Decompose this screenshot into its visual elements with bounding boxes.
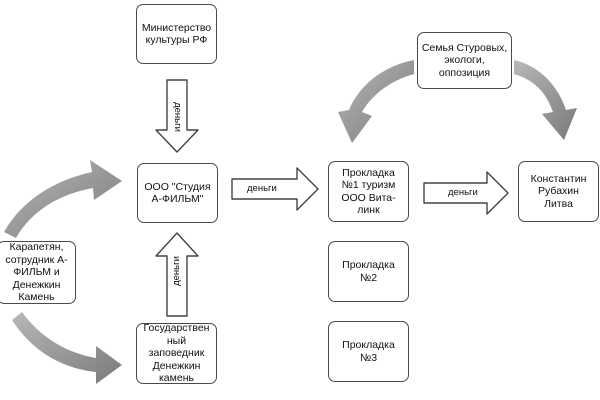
block-arrow-reserve-to-studio (155, 232, 199, 317)
node-sturov-label: Семья Стуровых, экологи, оппозиция (421, 41, 508, 79)
node-ministry: Министерство культуры РФ (136, 4, 217, 64)
node-proxy2: Прокладка №2 (328, 241, 409, 302)
curved-arrow-karapetyan-to-studio (4, 160, 122, 238)
block-arrow-proxy1-to-konstantin (423, 171, 509, 215)
block-arrow-ministry-to-studio (155, 79, 199, 153)
node-konstantin: Константин Рубахин Литва (518, 161, 599, 222)
node-proxy3-label: Прокладка №3 (342, 339, 395, 364)
node-proxy1-label: Прокладка №1 туризм ООО Вита- линк (341, 166, 396, 217)
node-studio: ООО "Студия А-ФИЛЬМ" (137, 163, 218, 223)
node-proxy1: Прокладка №1 туризм ООО Вита- линк (328, 161, 409, 222)
curved-arrow-karapetyan-to-reserve (12, 312, 122, 384)
edge-label-proxy1-to-konstantin: деньги (448, 187, 478, 198)
curved-arrow-sturov-to-proxy1 (338, 60, 414, 143)
block-arrow-studio-to-proxy1 (231, 167, 319, 211)
node-konstantin-label: Константин Рубахин Литва (530, 172, 587, 210)
node-studio-label: ООО "Студия А-ФИЛЬМ" (144, 180, 211, 206)
edge-label-studio-to-proxy1: деньги (247, 183, 277, 194)
node-reserve-label: Государствен ный заповедник Денежкин кам… (143, 322, 210, 385)
node-reserve: Государствен ный заповедник Денежкин кам… (136, 322, 217, 385)
node-ministry-label: Министерство культуры РФ (141, 21, 212, 47)
edge-label-ministry-to-studio: деньги (172, 102, 183, 132)
curved-arrow-sturov-to-konstantin (514, 60, 577, 140)
node-karapetyan: Карапетян, сотрудник А- ФИЛЬМ и Денежкин… (0, 241, 76, 304)
edge-label-reserve-to-studio: деньги (171, 256, 182, 286)
node-karapetyan-label: Карапетян, сотрудник А- ФИЛЬМ и Денежкин… (5, 241, 68, 304)
node-sturov: Семья Стуровых, экологи, оппозиция (417, 32, 512, 89)
node-proxy3: Прокладка №3 (328, 321, 409, 382)
node-proxy2-label: Прокладка №2 (342, 259, 395, 284)
